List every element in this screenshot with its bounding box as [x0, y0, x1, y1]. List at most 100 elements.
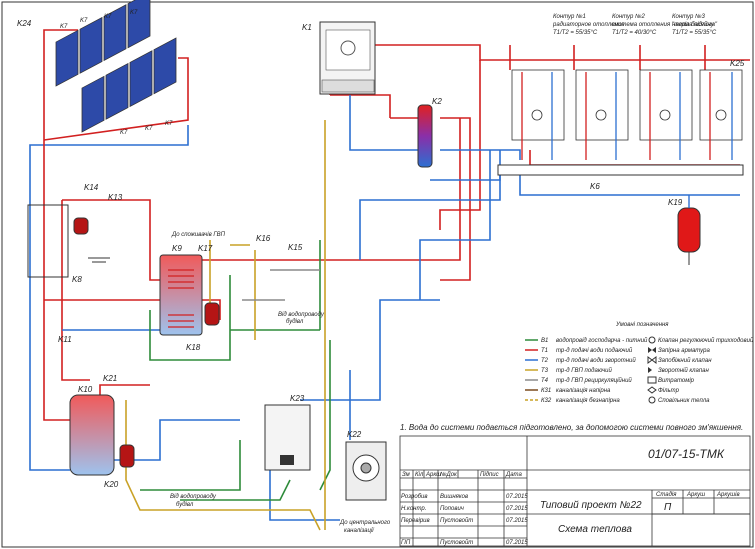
row-role-1: Н.контр. [401, 506, 426, 512]
label-k22: K22 [347, 430, 362, 439]
legend-symbol-4: Витратомір [658, 378, 695, 384]
circuit-2-title: Контур №2 [612, 13, 646, 20]
row-name-4: Пустовойт [440, 539, 473, 546]
legend-line-0-text: водопровід господарча - питний [556, 337, 648, 344]
label-k25: K25 [730, 59, 745, 68]
label-k20: K20 [104, 480, 119, 489]
manifold-k6 [497, 164, 744, 176]
label-k7-6: K7 [145, 126, 153, 132]
row-name-0: Вишняков [440, 494, 468, 500]
drain-symbol [88, 257, 110, 263]
row-date-0: 07.2015 [506, 494, 528, 500]
label-k16: K16 [256, 234, 271, 243]
legend-title: Умовні позначення [615, 322, 669, 328]
annotations: До споживачів ГВП Від водопроводу будівл… [170, 232, 391, 534]
piping [29, 29, 750, 531]
legend-line-3-text: тр-д ГВП подаючий [556, 367, 613, 374]
circuit-3-temps: Т1/Т2 = 55/35°С [672, 30, 717, 36]
row-date-2: 07.2015 [506, 518, 528, 524]
legend-symbol-6: Сповільник тепла [658, 398, 710, 404]
legend-symbol-3: Зворотній клапан [658, 367, 709, 374]
circuit-3-desc: нагрів басейну [672, 21, 715, 28]
label-k2: K2 [432, 97, 442, 106]
annotation-water-supply-1b: будівл [286, 319, 304, 325]
legend-symbol-0: Клапан регулюючий трихходовий [658, 337, 754, 344]
annotation-water-supply-1: Від водопроводу [278, 312, 325, 318]
label-k11: K11 [58, 335, 72, 344]
expansion-tank-k20 [119, 444, 135, 468]
circuit-1-temps: Т1/Т2 = 55/35°С [553, 30, 598, 36]
legend-line-1: Т1 [541, 348, 548, 354]
expansion-vessel-k19 [677, 195, 701, 265]
legend-line-4: Т4 [541, 378, 549, 384]
label-k6: K6 [590, 182, 600, 191]
label-k7-5: K7 [120, 130, 128, 136]
project-title: Типовий проект №22 [540, 500, 642, 511]
expansion-tank-k13 [73, 217, 89, 235]
label-k21: K21 [103, 374, 117, 383]
drawing-title: Схема теплова [558, 524, 632, 535]
label-k7-4: K7 [130, 10, 138, 16]
label-k8: K8 [72, 275, 82, 284]
label-k24: K24 [17, 19, 32, 28]
circuit-pump-groups [511, 69, 743, 141]
circuit-pipes [521, 72, 733, 160]
legend-symbol-1: Запірна арматура [658, 348, 710, 354]
legend-line-entries: В1 водопровід господарча - питний Т1 тр-… [525, 337, 648, 404]
circulation-pump-icons [531, 109, 727, 121]
annotation-sewer-2: каналізації [344, 528, 374, 534]
gas-boiler-k1 [319, 21, 376, 95]
row-role-4: ГІП [401, 540, 411, 546]
legend-line-6-text: каналізація безнапірна [556, 398, 620, 404]
row-date-1: 07.2015 [506, 506, 528, 512]
col-header-kil: Кіл [415, 472, 424, 478]
circuit-1-title: Контур №1 [553, 13, 586, 20]
circuit-2-desc: система отопления "тепла підлога" [612, 22, 718, 28]
drawing-code: 01/07-15-ТМК [648, 447, 725, 461]
col-header-zm: Зм [402, 472, 410, 478]
row-name-1: Попович [440, 506, 464, 512]
heat-pump-outdoor-k22 [345, 441, 387, 501]
annotation-sewer-1: До центрального [339, 520, 391, 526]
row-date-4: 07.2015 [506, 540, 528, 546]
label-k13: K13 [108, 193, 123, 202]
legend-symbol-5: Фільтр [658, 388, 680, 394]
legend-line-0: В1 [541, 338, 548, 344]
hydraulic-separator-k2 [417, 104, 433, 168]
circuit-2-temps: Т1/Т2 = 40/30°С [612, 30, 657, 36]
title-block-text: 01/07-15-ТМК Типовий проект №22 Схема те… [401, 447, 740, 546]
circuit-1-desc: радиаторное отопление [552, 22, 625, 28]
row-role-0: Розробив [401, 494, 428, 500]
col-header-date: Дата [505, 472, 522, 478]
legend-line-3: Т3 [541, 368, 549, 374]
label-k17: K17 [198, 244, 213, 253]
legend-line-4-text: тр-д ГВП рециркуляційний [556, 377, 632, 384]
legend-line-2: Т2 [541, 358, 549, 364]
legend-line-5-text: каналізація напірна [556, 388, 611, 394]
legend: Умовні позначення В1 водопровід господар… [525, 322, 754, 404]
label-k10: K10 [78, 385, 93, 394]
label-k7-1: K7 [60, 24, 68, 30]
legend-line-2-text: тр-д подачі води зворотний [556, 357, 636, 364]
circuit-headers: Контур №1 радиаторное отопление Т1/Т2 = … [552, 13, 718, 36]
legend-symbol-entries: Клапан регулюючий трихходовий Запірна ар… [647, 336, 754, 404]
row-name-2: Пустовойт [440, 517, 473, 524]
label-k18: K18 [186, 343, 201, 352]
annotation-water-supply-2b: будівл [176, 502, 194, 508]
stage-header: Стадія [656, 492, 677, 498]
row-role-2: Перевірив [401, 518, 430, 524]
label-k7-3: K7 [104, 14, 112, 20]
solar-collector-array-upper [55, 0, 151, 87]
legend-line-6: К32 [541, 398, 552, 404]
legend-line-1-text: тр-д подачі води подаючий [556, 347, 633, 354]
circuit-3-title: Контур №3 [672, 13, 706, 20]
label-k19: K19 [668, 198, 683, 207]
label-k23: K23 [290, 394, 305, 403]
label-k15: K15 [288, 243, 303, 252]
solar-collector-array-lower [81, 37, 177, 133]
sheets-header: Аркушів [716, 492, 740, 498]
heat-pump-module-k23 [264, 404, 311, 471]
